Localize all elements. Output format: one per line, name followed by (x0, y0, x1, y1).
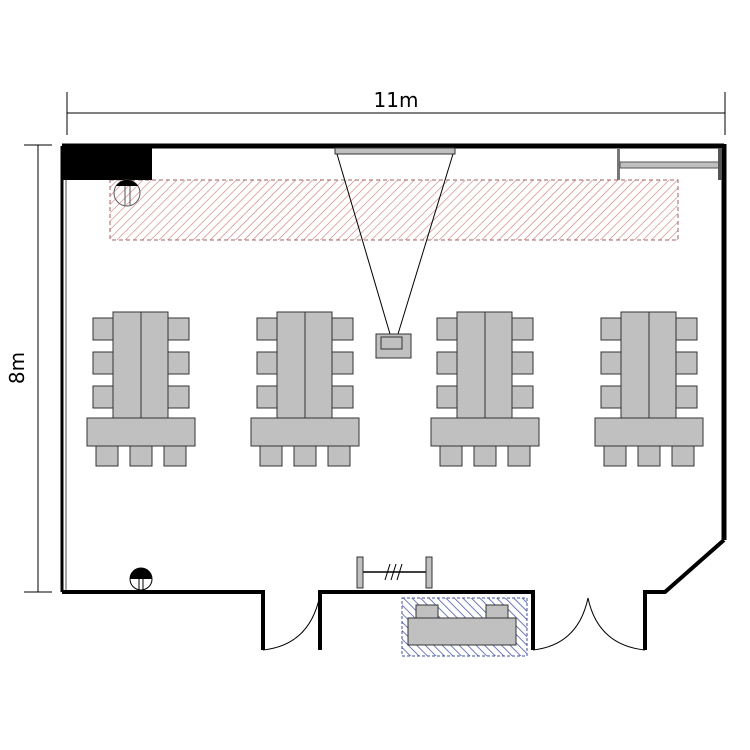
reception-counter (401, 597, 528, 657)
chair (436, 385, 459, 409)
chair (167, 351, 190, 375)
table (430, 417, 540, 447)
table (620, 311, 650, 419)
chair (129, 445, 153, 467)
chair (600, 385, 623, 409)
walls (60, 143, 727, 650)
table (594, 417, 704, 447)
chair (473, 445, 497, 467)
chair (511, 385, 534, 409)
table-group (250, 311, 360, 467)
projection-screen (334, 147, 456, 155)
table (648, 311, 677, 419)
chair (439, 445, 463, 467)
chair (331, 317, 354, 341)
table (456, 311, 486, 419)
pillar (62, 145, 152, 180)
table (250, 417, 360, 447)
table-group (86, 311, 196, 467)
chair (256, 351, 279, 375)
chair (95, 445, 119, 467)
chair (92, 317, 115, 341)
height-label: 8m (5, 352, 29, 384)
chair (600, 317, 623, 341)
stage-area (109, 179, 679, 241)
table (304, 311, 333, 419)
table-groups (86, 311, 704, 467)
chair (671, 445, 695, 467)
table (484, 311, 513, 419)
chair (293, 445, 317, 467)
chair (92, 351, 115, 375)
table (140, 311, 169, 419)
chair (675, 385, 698, 409)
chair (507, 445, 531, 467)
chair (436, 317, 459, 341)
table (86, 417, 196, 447)
chair (163, 445, 187, 467)
table-group (430, 311, 540, 467)
window-top-right (617, 148, 722, 180)
chair (511, 317, 534, 341)
outlet-icon (129, 567, 153, 591)
chair (259, 445, 283, 467)
chair (327, 445, 351, 467)
chair (167, 385, 190, 409)
table (276, 311, 306, 419)
table (112, 311, 142, 419)
table-group (594, 311, 704, 467)
chair (637, 445, 661, 467)
chair (511, 351, 534, 375)
chair (256, 317, 279, 341)
width-label: 11m (374, 88, 419, 112)
chair (92, 385, 115, 409)
projection-beam (336, 153, 454, 335)
height-dimension: 8m (5, 144, 52, 593)
chair (331, 385, 354, 409)
chair (675, 351, 698, 375)
chair (331, 351, 354, 375)
chair (436, 351, 459, 375)
width-dimension: 11m (66, 88, 726, 135)
chair (167, 317, 190, 341)
projector (375, 333, 412, 359)
chair (600, 351, 623, 375)
outlet-icon (113, 179, 141, 207)
doors[interactable] (262, 594, 646, 651)
chair (675, 317, 698, 341)
chair (256, 385, 279, 409)
chair (603, 445, 627, 467)
whiteboard (356, 556, 433, 589)
